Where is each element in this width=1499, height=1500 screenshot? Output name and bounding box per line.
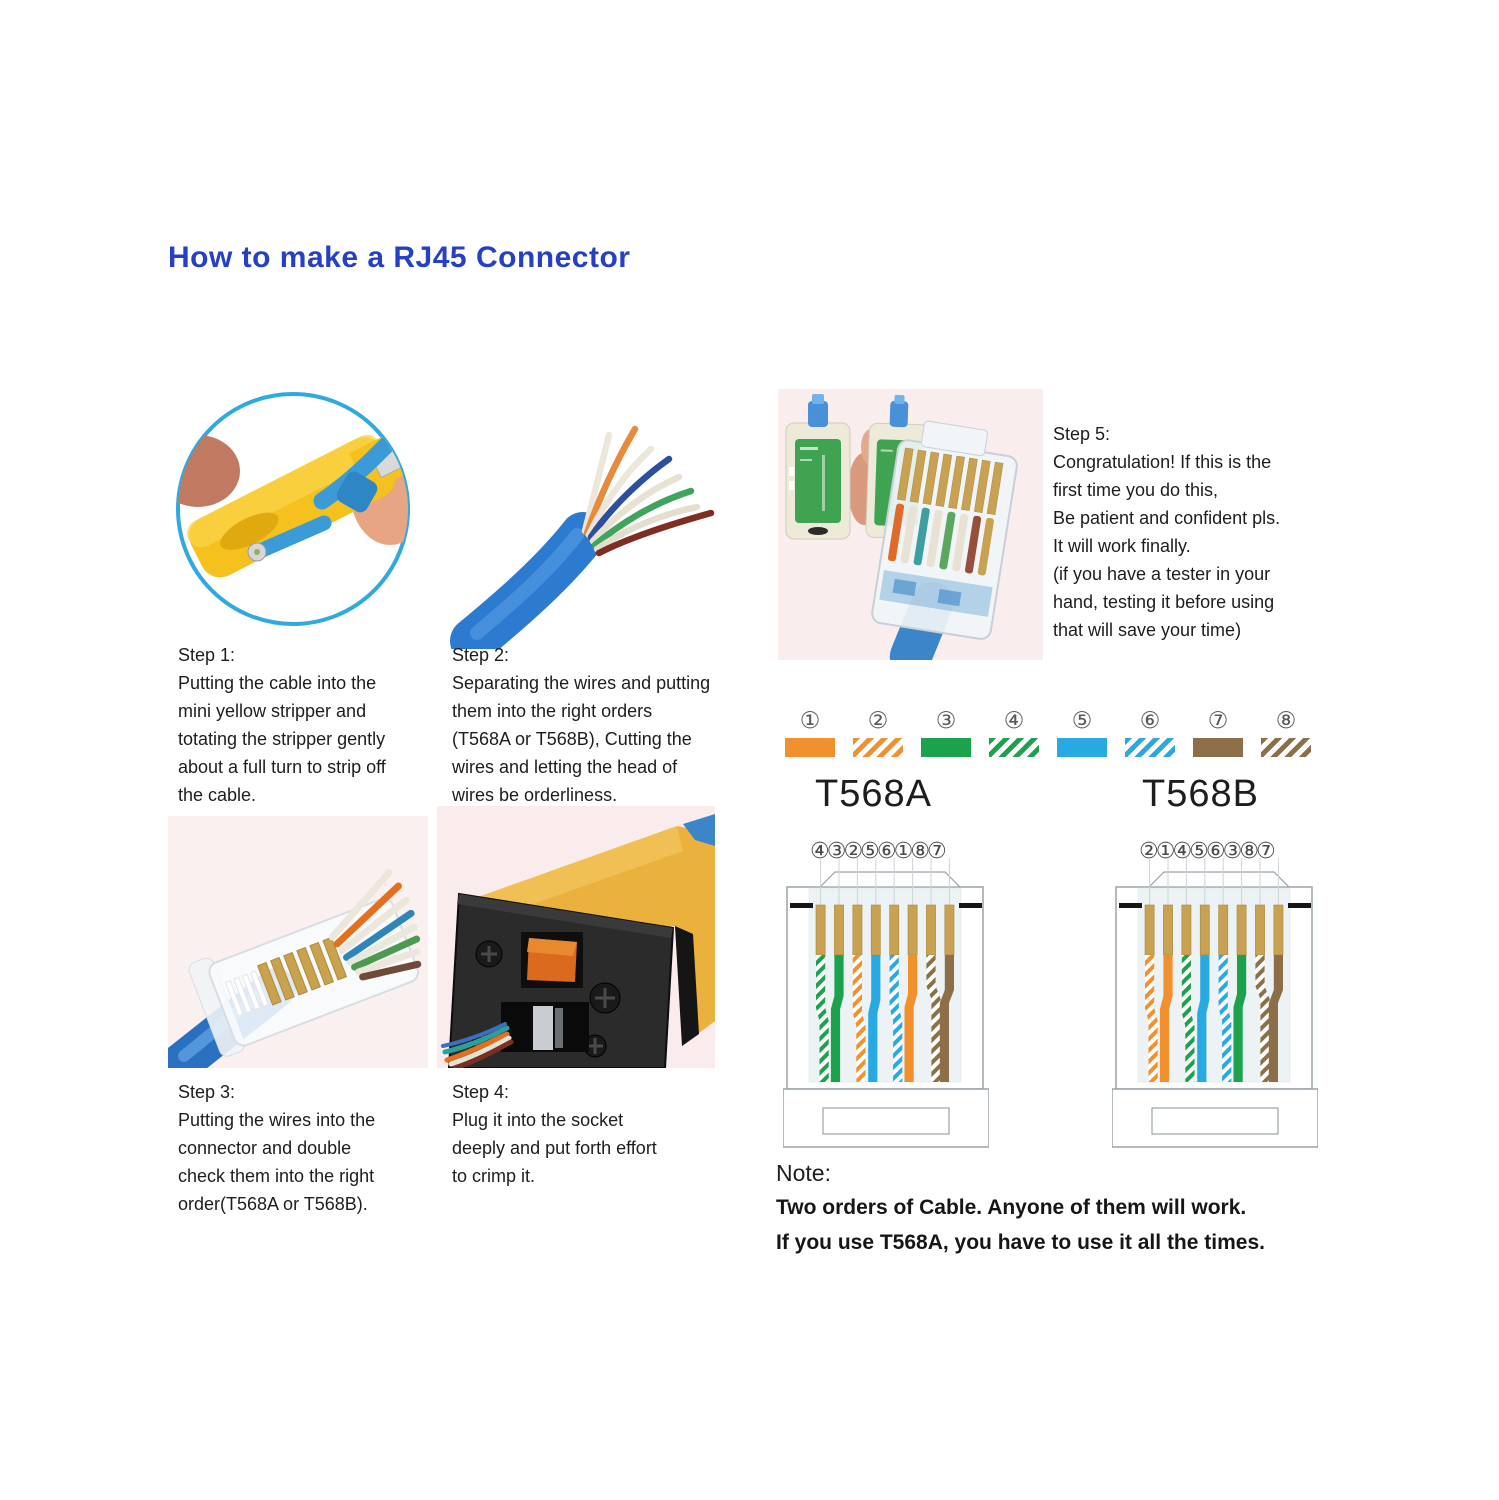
legend-swatch-blue [1057,738,1107,757]
step1-photo [172,383,414,635]
legend-item-5: ⑤ [1057,706,1107,757]
t568a-connector-diagram [783,858,989,1150]
legend-item-7: ⑦ [1193,706,1243,757]
legend-swatch-brown-white [1261,738,1311,757]
step5-photo [778,389,1043,660]
step4-text: Step 4: Plug it into the socket deeply a… [452,1082,657,1186]
step2-text: Step 2: Separating the wires and putting… [452,645,711,805]
step1-text: Step 1: Putting the cable into the mini … [178,645,386,805]
step3-photo [168,816,428,1068]
crimper-illustration [437,806,715,1068]
legend-item-3: ③ [921,706,971,757]
legend-number: ③ [935,707,957,733]
legend-swatch-orange-white [853,738,903,757]
note-label: Note: [776,1160,831,1186]
cable-wires-illustration [450,425,715,649]
t568a-label: T568A [815,773,932,815]
note-line-2: If you use T568A, you have to use it all… [776,1231,1265,1254]
note-line-1: Two orders of Cable. Anyone of them will… [776,1196,1247,1219]
legend-number: ① [799,707,821,733]
legend-swatch-orange [785,738,835,757]
t568b-sequence: ②①④⑤⑥③⑧⑦ [1139,838,1276,863]
legend-number: ⑧ [1275,707,1297,733]
stripper-tool-illustration [176,392,410,626]
legend-number: ⑤ [1071,707,1093,733]
legend-swatch-green-white [989,738,1039,757]
t568a-sequence: ④③②⑤⑥①⑧⑦ [810,838,947,863]
legend-item-2: ② [853,706,903,757]
tester-plug-illustration [778,389,1043,660]
legend-item-6: ⑥ [1125,706,1175,757]
legend-number: ⑦ [1207,707,1229,733]
step5-text: Step 5: Congratulation! If this is the f… [1053,424,1281,640]
t568b-connector-diagram [1112,858,1318,1150]
legend-number: ⑥ [1139,707,1161,733]
legend-item-4: ④ [989,706,1039,757]
wire-legend: ① ② ③ ④ ⑤ ⑥ ⑦ ⑧ [785,706,1311,757]
legend-swatch-brown [1193,738,1243,757]
legend-item-8: ⑧ [1261,706,1311,757]
step3-text: Step 3: Putting the wires into the conne… [178,1082,376,1214]
legend-number: ② [867,707,889,733]
page-title: How to make a RJ45 Connector [168,241,631,274]
legend-swatch-green [921,738,971,757]
step2-photo [443,383,731,649]
t568b-label: T568B [1142,773,1259,815]
legend-item-1: ① [785,706,835,757]
step4-photo [437,806,715,1068]
connector-wires-illustration [168,816,428,1068]
legend-number: ④ [1003,707,1025,733]
legend-swatch-blue-white [1125,738,1175,757]
